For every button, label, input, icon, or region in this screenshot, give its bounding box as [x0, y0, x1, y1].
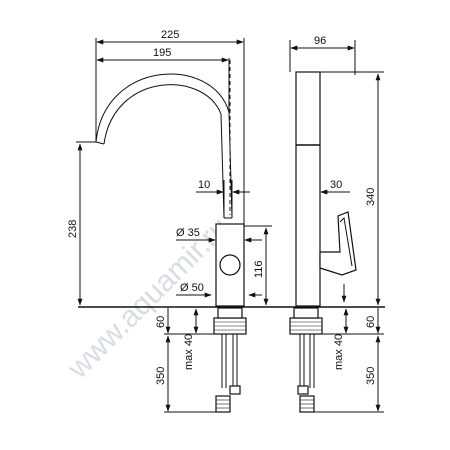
dim-counter-thickness-front: max 40 [183, 334, 195, 370]
mount-thread-front [214, 321, 246, 331]
dim-mount-height-front: 60 [155, 316, 167, 328]
handle-circle [219, 254, 241, 276]
mount-shank-side [293, 307, 319, 319]
dim-handle-offset: 30 [330, 179, 342, 191]
dim-body-height: 116 [253, 260, 265, 278]
dim-base-diameter: Ø 50 [180, 282, 204, 294]
front-view [95, 60, 247, 413]
spout-outer [95, 73, 233, 219]
faucet-column-side [295, 71, 321, 307]
dim-total-height: 340 [365, 188, 377, 206]
hose-fitting-side-1 [297, 385, 309, 395]
dim-mount-height-side: 60 [365, 316, 377, 328]
mount-shank-front [217, 307, 243, 319]
dim-spout-reach-total: 225 [161, 29, 179, 41]
dim-side-depth: 96 [314, 35, 326, 47]
dim-counter-thickness-side: max 40 [333, 334, 345, 370]
dim-spout-height: 238 [67, 220, 79, 238]
lever-inner-side [339, 216, 353, 267]
dim-body-diameter: Ø 35 [176, 227, 200, 239]
dim-hose-length-front: 350 [155, 367, 167, 385]
dim-hose-length-side: 350 [365, 367, 377, 385]
lever-handle-side [319, 211, 357, 276]
dim-spout-tip-width: 10 [198, 179, 210, 191]
dim-spout-reach-inner: 195 [153, 47, 171, 59]
spout-inner [103, 84, 225, 219]
spout-tip [95, 141, 105, 145]
hose-fitting-front-1 [229, 385, 241, 395]
dimension-lines [76, 38, 384, 413]
watermark: www.aquamir.ru [61, 211, 236, 386]
side-view [289, 71, 357, 413]
